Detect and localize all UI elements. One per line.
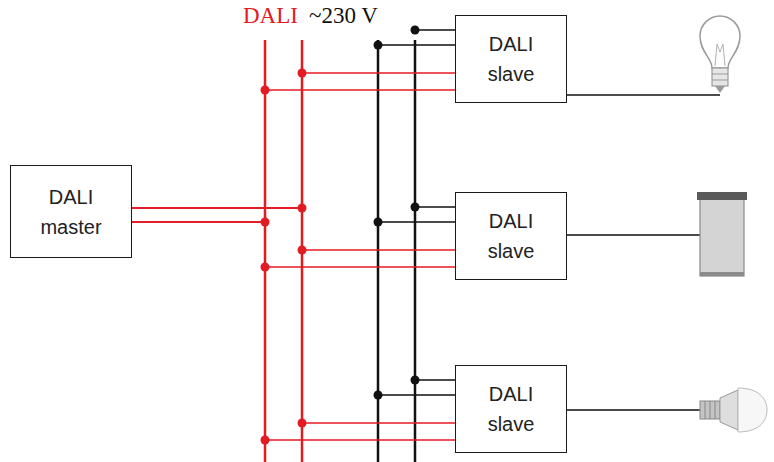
junction-dot bbox=[411, 203, 420, 212]
dali-wire bbox=[132, 222, 455, 267]
junction-dot bbox=[374, 41, 383, 50]
bus-label: DALI bbox=[243, 2, 298, 30]
led-thread bbox=[710, 401, 711, 419]
bulb-filament bbox=[715, 44, 725, 66]
bulb-glass bbox=[700, 16, 740, 68]
text-stack: DALI slave bbox=[471, 206, 551, 266]
bulb-tip bbox=[715, 86, 725, 93]
junction-dot bbox=[411, 376, 420, 385]
mains-tap bbox=[415, 379, 455, 381]
mains-tap bbox=[415, 29, 455, 31]
slave-box: DALI slave bbox=[455, 192, 567, 280]
slave-box: DALI slave bbox=[455, 15, 567, 103]
led-heatsink bbox=[720, 390, 738, 430]
dali-bus-connection bbox=[132, 208, 455, 267]
blind-sheet bbox=[700, 196, 744, 276]
dali-bus-connection bbox=[132, 73, 455, 222]
box-label: DALI slave bbox=[471, 206, 551, 266]
dali-wire bbox=[132, 208, 455, 423]
text-stack: DALI slave bbox=[471, 379, 551, 439]
junction-dot bbox=[374, 218, 383, 227]
supply-label: ~230 V bbox=[309, 2, 378, 30]
junction-dot bbox=[411, 26, 420, 35]
load-wire bbox=[567, 234, 700, 236]
text-stack: DALI master bbox=[31, 182, 111, 242]
dali-bus-connection bbox=[132, 208, 455, 440]
bulb-base bbox=[712, 68, 728, 86]
mains-junctions bbox=[374, 26, 420, 400]
mains-taps bbox=[378, 30, 455, 395]
box-label: DALI master bbox=[31, 182, 111, 242]
dali-wire bbox=[132, 73, 455, 208]
led-dome bbox=[738, 388, 767, 432]
box-label: DALI slave bbox=[471, 379, 551, 439]
blind-icon bbox=[697, 192, 747, 276]
bulb-icon bbox=[700, 16, 740, 93]
junction-dot bbox=[374, 391, 383, 400]
bulb-thread bbox=[712, 74, 728, 75]
led-base bbox=[700, 401, 720, 419]
master-box: DALI master bbox=[10, 165, 132, 258]
load-wires bbox=[567, 95, 720, 410]
led-thread bbox=[705, 401, 706, 419]
slave-box: DALI slave bbox=[455, 365, 567, 453]
bulb-thread bbox=[712, 80, 728, 81]
mains-tap bbox=[378, 221, 455, 223]
led-thread bbox=[715, 401, 716, 419]
dali-wire bbox=[132, 90, 455, 222]
load-wire bbox=[567, 409, 700, 411]
load-wire bbox=[567, 94, 720, 96]
dali-wire bbox=[132, 222, 455, 440]
blind-roller bbox=[697, 192, 747, 200]
blind-bar bbox=[700, 272, 744, 276]
dali-junctions bbox=[261, 69, 307, 445]
mains-tap bbox=[378, 44, 455, 46]
mains-tap bbox=[378, 394, 455, 396]
box-label: DALI slave bbox=[471, 29, 551, 89]
text-stack: DALI slave bbox=[471, 29, 551, 89]
led-bulb-icon bbox=[700, 388, 767, 432]
mains-tap bbox=[415, 206, 455, 208]
dali-wire bbox=[132, 208, 455, 250]
mains-wire bbox=[414, 40, 417, 462]
